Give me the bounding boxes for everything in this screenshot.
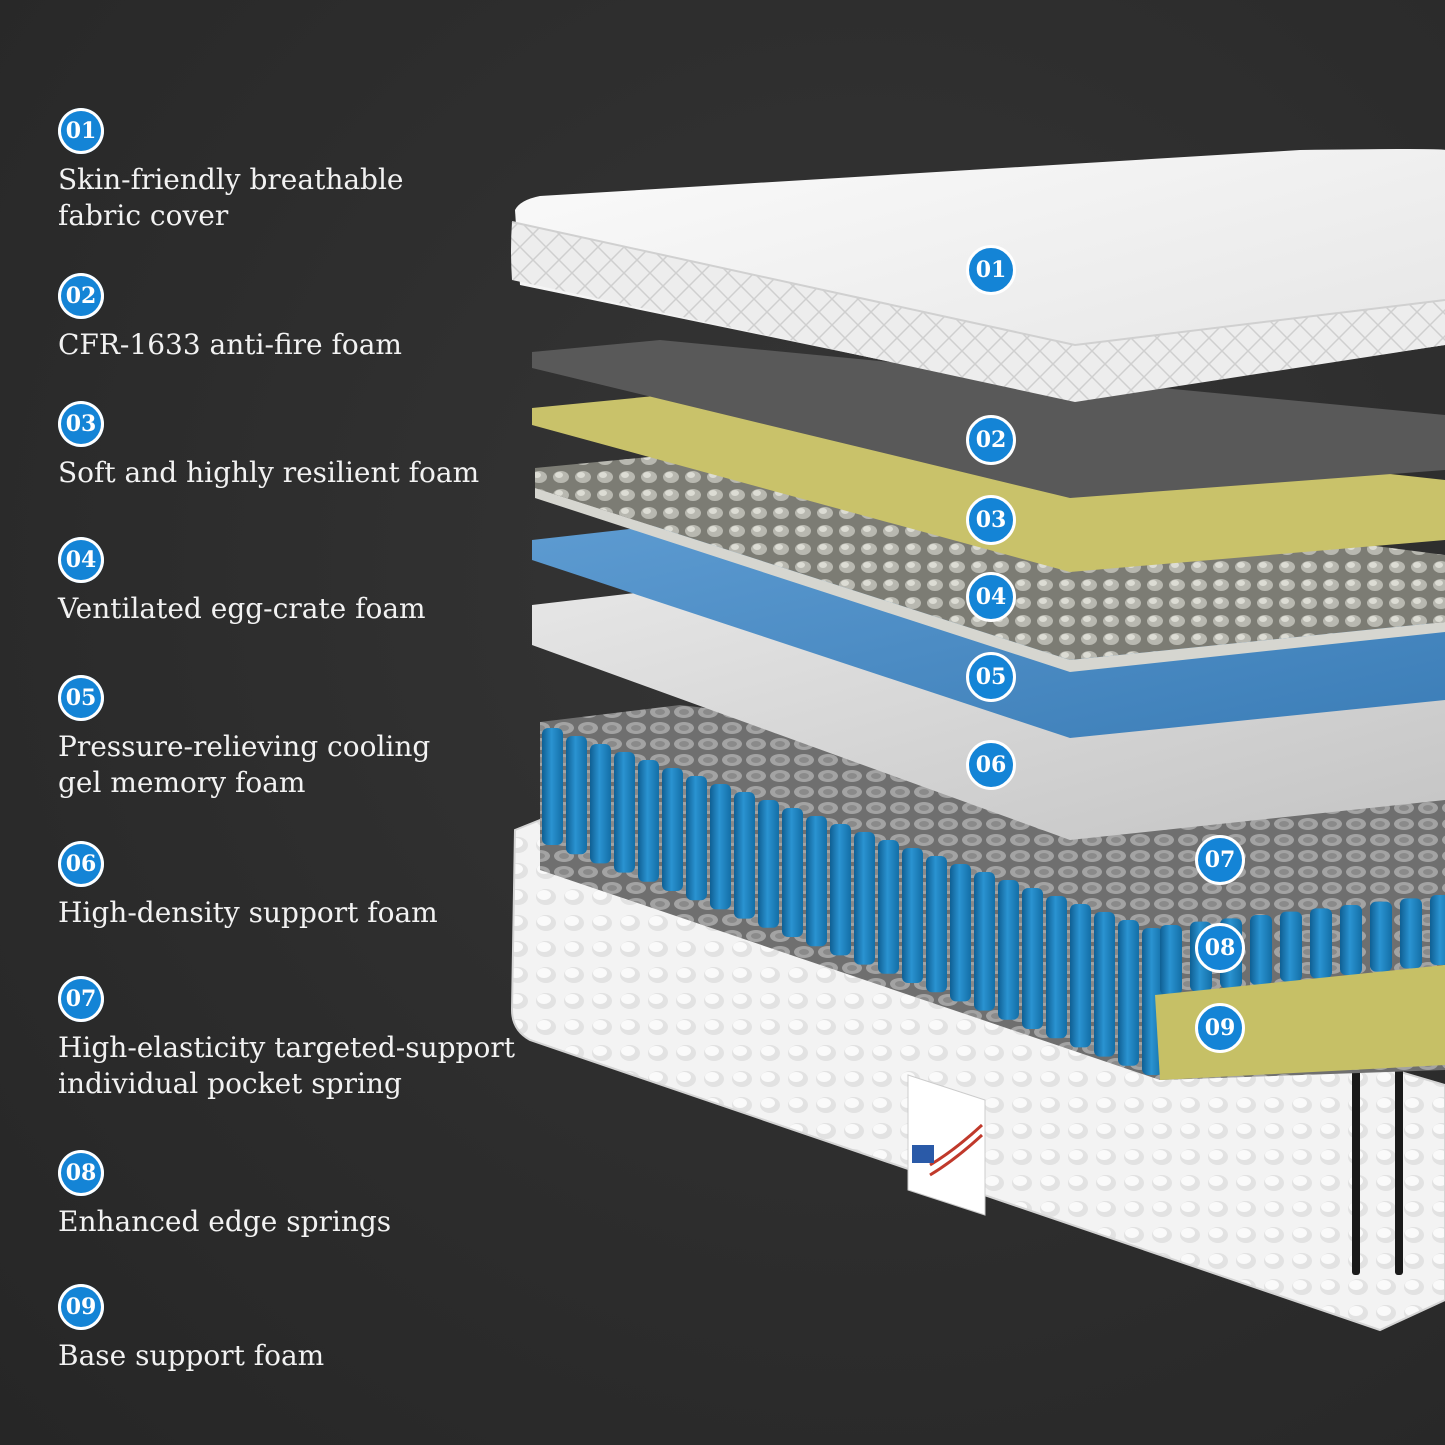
legend-badge: 02 xyxy=(58,273,104,319)
egg-crate-foam-layer xyxy=(535,455,1445,660)
pocket-spring xyxy=(974,872,995,1011)
edge-spring xyxy=(1250,915,1272,985)
legend-item-05: 05 Pressure-relieving cooling gel memory… xyxy=(58,675,430,801)
pocket-spring xyxy=(758,800,779,928)
pocket-spring xyxy=(614,752,635,873)
edge-spring xyxy=(1430,895,1445,965)
pocket-spring xyxy=(1046,896,1067,1039)
pocket-spring xyxy=(998,880,1019,1020)
diagram-badge-04: 04 xyxy=(966,572,1016,622)
legend-item-07: 07 High-elasticity targeted-support indi… xyxy=(58,976,515,1102)
pocket-spring xyxy=(950,864,971,1002)
diagram-badge-05: 05 xyxy=(966,652,1016,702)
pocket-spring xyxy=(806,816,827,947)
diagram-badge-06: 06 xyxy=(966,740,1016,790)
pocket-spring xyxy=(542,728,563,845)
legend-badge: 07 xyxy=(58,976,104,1022)
pocket-spring xyxy=(1022,888,1043,1029)
legend-label: Soft and highly resilient foam xyxy=(58,456,480,489)
edge-spring xyxy=(1310,908,1332,979)
legend-badge: 04 xyxy=(58,537,104,583)
pocket-spring xyxy=(902,848,923,983)
legend-item-06: 06 High-density support foam xyxy=(58,841,438,931)
pocket-spring xyxy=(782,808,803,937)
pocket-spring xyxy=(1070,904,1091,1048)
pocket-spring xyxy=(1094,912,1115,1057)
legend-badge: 06 xyxy=(58,841,104,887)
edge-spring xyxy=(1280,911,1302,982)
pocket-spring xyxy=(926,856,947,993)
legend-badge: 09 xyxy=(58,1284,104,1330)
pocket-spring xyxy=(710,784,731,910)
legend-item-03: 03 Soft and highly resilient foam xyxy=(58,401,479,491)
pocket-spring xyxy=(590,744,611,864)
edge-spring xyxy=(1370,901,1392,972)
pocket-spring xyxy=(1118,920,1139,1066)
diagram-badge-03: 03 xyxy=(966,495,1016,545)
legend-label: Base support foam xyxy=(58,1339,325,1372)
diagram-badge-09: 09 xyxy=(1195,1003,1245,1053)
pocket-spring xyxy=(734,792,755,919)
pocket-spring xyxy=(566,736,587,855)
legend-label: CFR-1633 anti-fire foam xyxy=(58,328,402,361)
legend-label: High-elasticity targeted-support individ… xyxy=(58,1031,515,1100)
pocket-spring xyxy=(854,832,875,965)
pocket-spring xyxy=(686,776,707,901)
legend-badge: 08 xyxy=(58,1150,104,1196)
support-foam-layer xyxy=(532,590,1445,840)
legend-item-09: 09 Base support foam xyxy=(58,1284,324,1374)
legend-label: Ventilated egg-crate foam xyxy=(58,592,426,625)
legend-badge: 05 xyxy=(58,675,104,721)
legend-item-08: 08 Enhanced edge springs xyxy=(58,1150,391,1240)
pocket-spring xyxy=(662,768,683,891)
legend-item-02: 02 CFR-1633 anti-fire foam xyxy=(58,273,402,363)
diagram-badge-01: 01 xyxy=(966,245,1016,295)
legend-item-01: 01 Skin-friendly breathable fabric cover xyxy=(58,108,404,234)
law-label-tag xyxy=(907,1074,986,1216)
pocket-spring xyxy=(878,840,899,974)
base-mattress xyxy=(510,818,1445,1332)
diagram-badge-02: 02 xyxy=(966,415,1016,465)
legend-label: Pressure-relieving cooling gel memory fo… xyxy=(58,730,431,799)
resilient-foam-layer xyxy=(532,395,1445,572)
edge-spring xyxy=(1160,925,1182,995)
legend-badge: 01 xyxy=(58,108,104,154)
edge-spring xyxy=(1340,905,1362,975)
legend-label: High-density support foam xyxy=(58,896,438,929)
pocket-spring xyxy=(830,824,851,956)
legend-badge: 03 xyxy=(58,401,104,447)
edge-spring xyxy=(1400,898,1422,969)
legend-label: Skin-friendly breathable fabric cover xyxy=(58,163,404,232)
legend-label: Enhanced edge springs xyxy=(58,1205,392,1238)
legend-item-04: 04 Ventilated egg-crate foam xyxy=(58,537,426,627)
diagram-badge-07: 07 xyxy=(1195,835,1245,885)
pocket-spring xyxy=(638,760,659,882)
diagram-badge-08: 08 xyxy=(1195,923,1245,973)
